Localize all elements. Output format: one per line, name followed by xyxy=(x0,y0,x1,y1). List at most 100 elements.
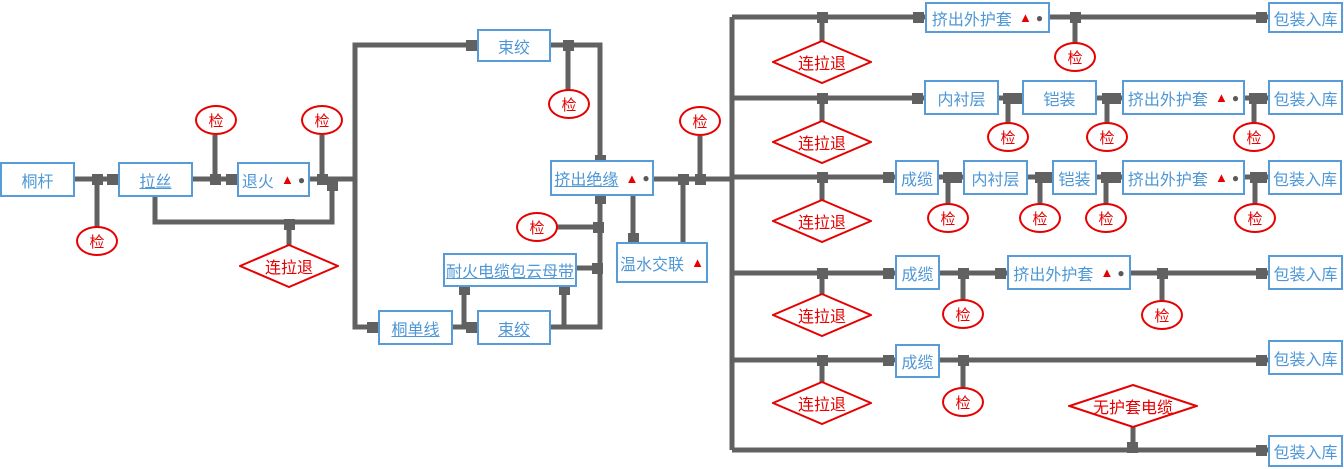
node-packing-warehouse-r2: 包装入库 xyxy=(1268,80,1343,115)
node-label: 挤出外护套 xyxy=(1127,171,1208,189)
node-extrude-insulation: 挤出绝缘 ▲● xyxy=(550,160,654,196)
node-label: 束绞 xyxy=(497,39,530,57)
node-label: 内衬层 xyxy=(971,171,1020,189)
triangle-symbol: ▲ xyxy=(1100,265,1114,280)
node-warm-water-crosslink: 温水交联 ▲ xyxy=(616,242,708,283)
triangle-symbol: ▲ xyxy=(1214,90,1228,105)
circle-symbol: ● xyxy=(1231,170,1240,185)
inspection-circle: 检 xyxy=(942,387,984,417)
inspection-label: 检 xyxy=(955,394,971,412)
circle-symbol: ● xyxy=(1231,90,1240,105)
decision-continuous-draw-anneal: 连拉退 xyxy=(772,40,872,84)
inspection-label: 检 xyxy=(89,233,105,251)
inspection-circle: 检 xyxy=(927,203,969,233)
node-label: 耐火电缆包云母带 xyxy=(446,264,575,281)
node-wire-drawing: 拉丝 xyxy=(118,162,193,197)
node-label: 挤出外护套 xyxy=(931,11,1012,29)
node-label: 铠装 xyxy=(1058,171,1091,189)
node-label: 包装入库 xyxy=(1272,171,1337,189)
inspection-circle: 检 xyxy=(516,212,558,242)
inspection-label: 检 xyxy=(529,219,545,237)
inspection-label: 检 xyxy=(955,306,971,324)
diamond-shape xyxy=(772,120,872,164)
node-label: 桐杆 xyxy=(21,173,54,191)
node-label: 包装入库 xyxy=(1273,445,1338,462)
circle-symbol: ● xyxy=(297,172,306,187)
diamond-shape xyxy=(772,381,872,425)
node-label: 包装入库 xyxy=(1273,266,1338,284)
triangle-symbol: ▲ xyxy=(1214,170,1228,185)
node-packing-warehouse-r6: 包装入库 xyxy=(1268,435,1343,467)
node-bunching-top: 束绞 xyxy=(477,29,551,62)
node-label: 束绞 xyxy=(497,321,530,339)
diamond-shape xyxy=(1068,384,1198,428)
node-label: 包装入库 xyxy=(1273,351,1338,369)
inspection-circle: 检 xyxy=(1233,122,1275,152)
node-annealing: 退火▲● xyxy=(237,162,310,197)
node-label: 退火 xyxy=(241,173,274,191)
node-extrude-outer-sheath-r4: 挤出外护套 ▲● xyxy=(1007,255,1131,290)
node-label: 成缆 xyxy=(901,355,934,372)
inspection-circle: 检 xyxy=(1054,42,1096,72)
decision-label: 连拉退 xyxy=(797,56,846,73)
node-extrude-outer-sheath-r2: 挤出外护套 ▲● xyxy=(1122,80,1245,115)
inspection-circle: 检 xyxy=(987,122,1029,152)
inspection-circle: 检 xyxy=(679,106,721,136)
node-label: 挤出绝缘 xyxy=(554,172,619,189)
node-copper-rod: 桐杆 xyxy=(0,162,75,197)
inspection-circle: 检 xyxy=(1141,300,1183,330)
inspection-label: 检 xyxy=(1247,210,1263,228)
decision-continuous-draw-anneal: 连拉退 xyxy=(239,244,339,288)
inspection-label: 检 xyxy=(692,113,708,131)
decision-continuous-draw-anneal: 连拉退 xyxy=(772,381,872,425)
triangle-symbol: ▲ xyxy=(1018,10,1032,25)
inspection-label: 检 xyxy=(940,210,956,228)
diamond-shape xyxy=(239,244,339,288)
node-label: 成缆 xyxy=(901,266,934,284)
node-packing-warehouse-r1: 包装入库 xyxy=(1268,2,1343,33)
node-cabling-r3: 成缆 xyxy=(895,160,939,195)
node-cabling-r5: 成缆 xyxy=(895,344,940,378)
circle-symbol: ● xyxy=(1117,265,1125,280)
inspection-circle: 检 xyxy=(195,105,237,135)
inspection-circle: 检 xyxy=(1019,203,1061,233)
inspection-label: 检 xyxy=(1032,210,1048,228)
node-label: 内衬层 xyxy=(937,91,986,109)
decision-label: 无护套电缆 xyxy=(1092,400,1173,417)
inspection-circle: 检 xyxy=(548,89,590,119)
node-label: 包装入库 xyxy=(1273,91,1338,109)
inspection-label: 检 xyxy=(561,96,577,114)
inspection-circle: 检 xyxy=(76,226,118,256)
inspection-label: 检 xyxy=(208,112,224,130)
decision-label: 连拉退 xyxy=(797,309,846,326)
node-fireproof-mica-wrap: 耐火电缆包云母带 xyxy=(443,253,577,287)
node-label: 拉丝 xyxy=(139,173,172,191)
node-label: 温水交联 xyxy=(620,256,685,274)
node-label: 挤出外护套 xyxy=(1127,91,1208,109)
node-armoring-r3: 铠装 xyxy=(1052,160,1097,195)
node-packing-warehouse-r5: 包装入库 xyxy=(1268,340,1343,375)
node-label: 包装入库 xyxy=(1273,11,1338,29)
node-cabling-r4: 成缆 xyxy=(895,255,940,290)
node-label: 铠装 xyxy=(1043,91,1076,109)
decision-continuous-draw-anneal: 连拉退 xyxy=(772,293,872,337)
decision-continuous-draw-anneal: 连拉退 xyxy=(772,199,872,243)
inspection-label: 检 xyxy=(1246,129,1262,147)
node-packing-warehouse-r3: 包装入库 xyxy=(1268,160,1342,195)
node-inner-lining-r3: 内衬层 xyxy=(963,160,1028,195)
node-extrude-outer-sheath-r3: 挤出外护套 ▲● xyxy=(1122,160,1245,195)
triangle-symbol: ▲ xyxy=(691,255,704,270)
decision-label: 连拉退 xyxy=(797,136,846,153)
decision-continuous-draw-anneal: 连拉退 xyxy=(772,120,872,164)
circle-symbol: ● xyxy=(642,171,650,185)
inspection-circle: 检 xyxy=(1085,203,1127,233)
inspection-circle: 检 xyxy=(1086,122,1128,152)
node-label: 挤出外护套 xyxy=(1013,266,1094,284)
node-label: 成缆 xyxy=(900,171,933,189)
node-bunching-bottom: 束绞 xyxy=(477,310,551,345)
inspection-label: 检 xyxy=(1067,49,1083,67)
circle-symbol: ● xyxy=(1035,10,1044,25)
node-inner-lining-r2: 内衬层 xyxy=(924,80,999,115)
triangle-symbol: ▲ xyxy=(625,170,639,186)
